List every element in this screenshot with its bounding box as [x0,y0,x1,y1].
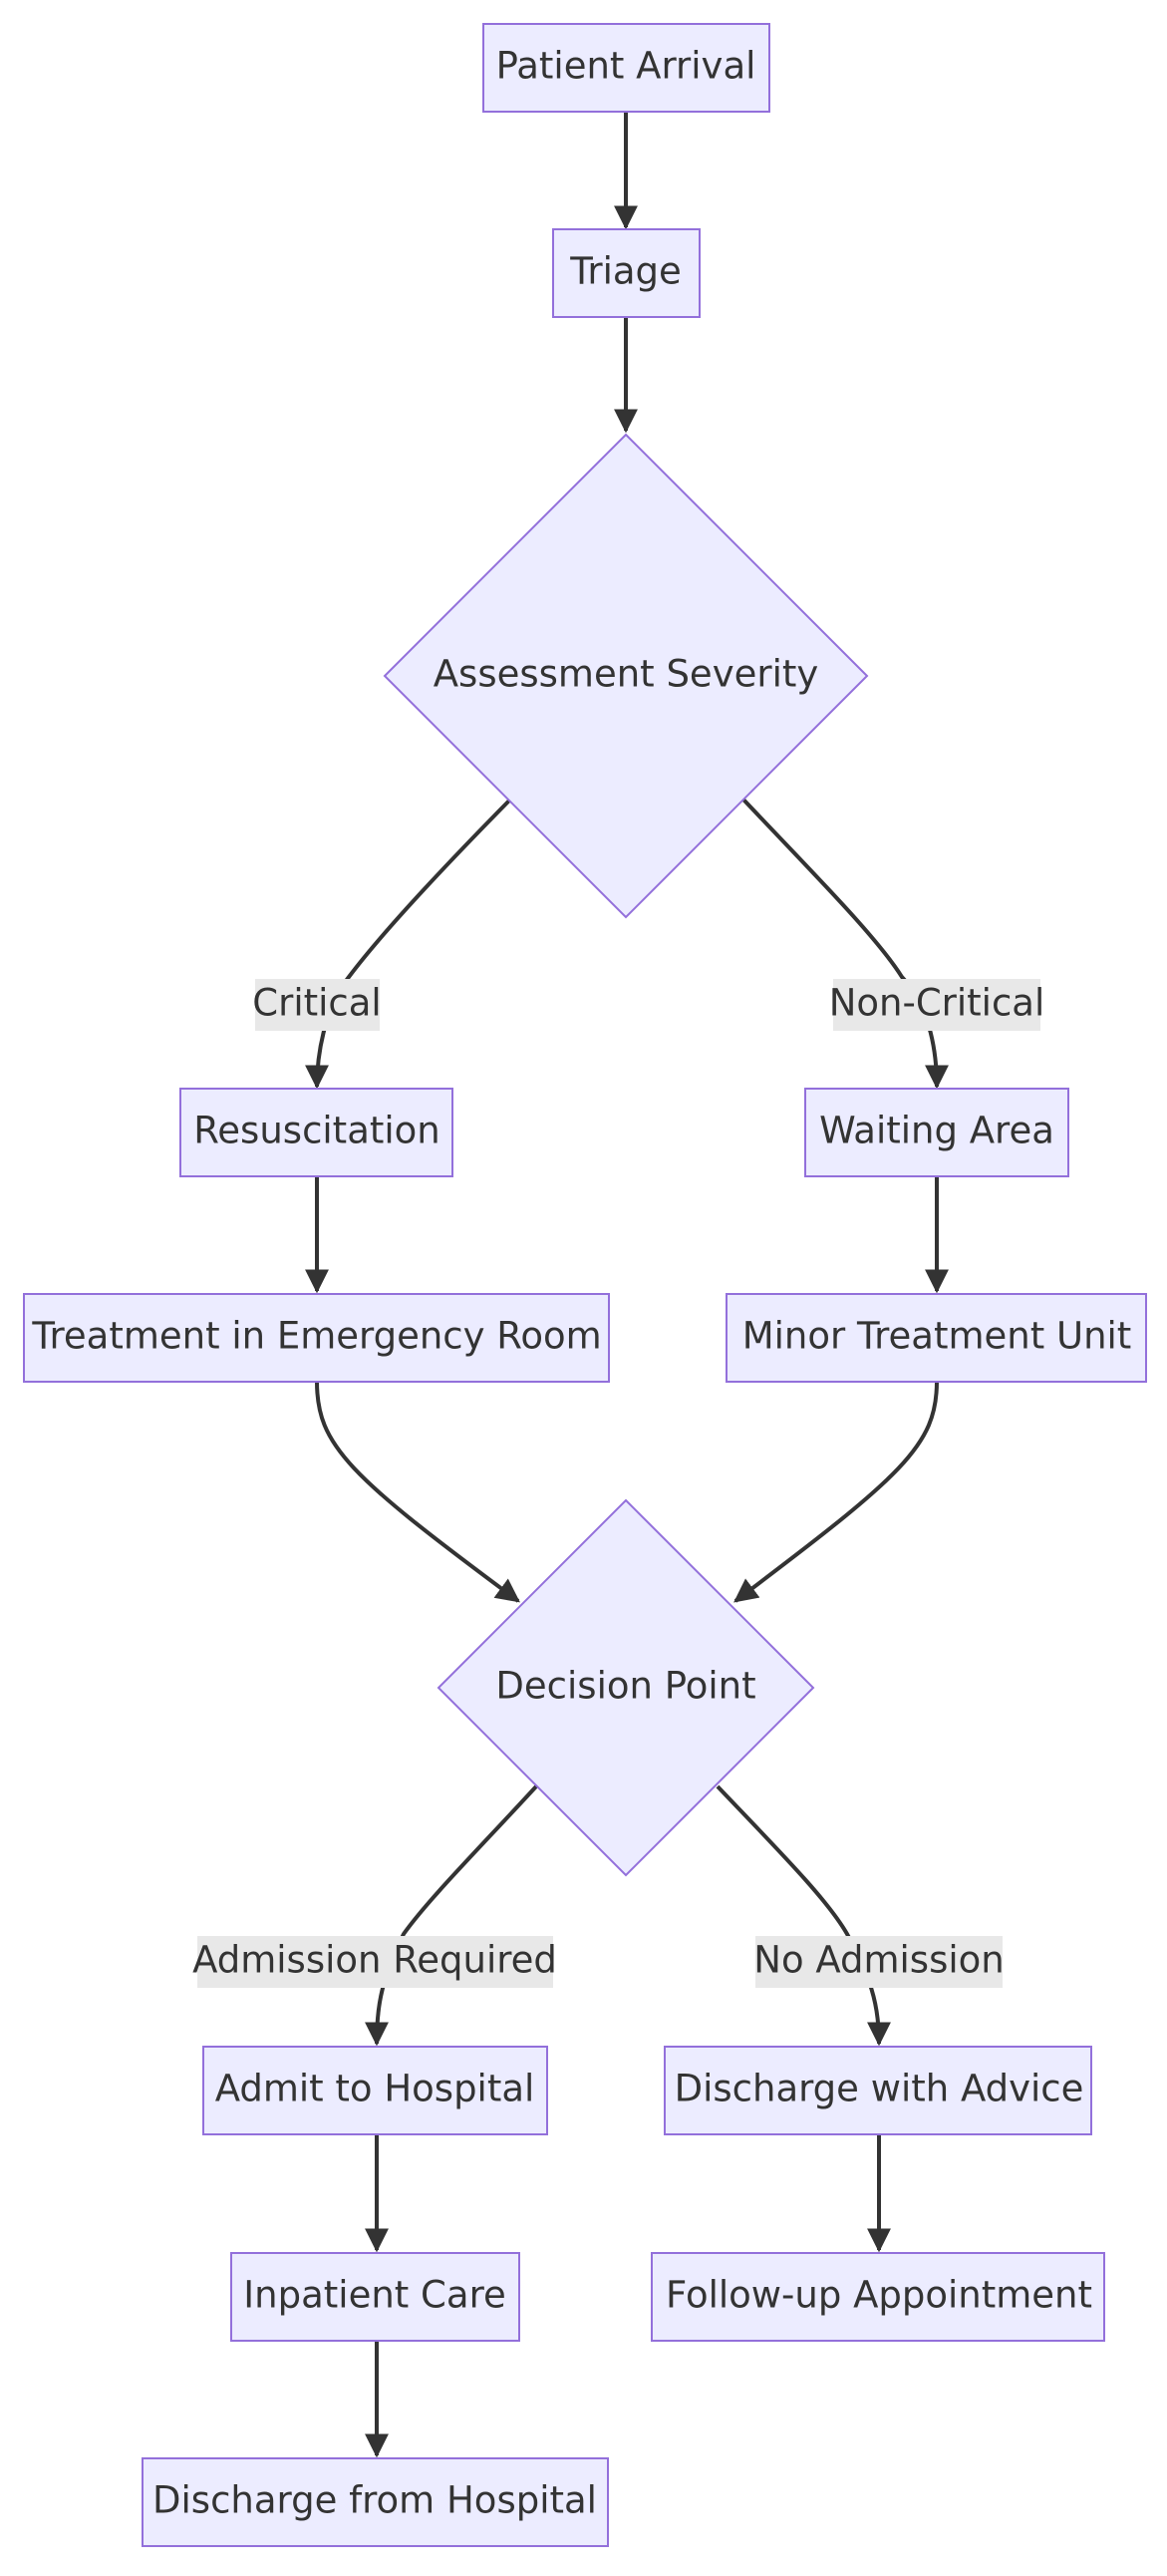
edge-label-no-admission: No Admission [753,1936,1005,1988]
node-resuscitation-label: Resuscitation [193,1110,440,1152]
node-assessment-severity: Assessment Severity [383,433,869,919]
node-discharge-hospital: Discharge from Hospital [142,2457,609,2547]
node-discharge-advice: Discharge with Advice [664,2046,1092,2135]
node-discharge-hospital-label: Discharge from Hospital [152,2479,597,2522]
edge-label-no-admission-text: No Admission [753,1939,1004,1982]
node-decision-point-label: Decision Point [495,1665,755,1708]
node-minor-treatment: Minor Treatment Unit [726,1293,1147,1383]
node-waiting-area-label: Waiting Area [819,1110,1054,1152]
node-discharge-advice-label: Discharge with Advice [675,2068,1084,2110]
node-inpatient-care-label: Inpatient Care [243,2274,505,2317]
edge-label-critical-text: Critical [252,982,381,1025]
node-inpatient-care: Inpatient Care [230,2252,520,2342]
node-waiting-area: Waiting Area [804,1088,1069,1177]
edge-label-admission-required: Admission Required [192,1936,557,1988]
edge-assessment-to-resuscitation [305,798,512,1090]
node-follow-up-label: Follow-up Appointment [666,2274,1092,2317]
node-assessment-severity-label: Assessment Severity [434,653,819,696]
node-patient-arrival: Patient Arrival [482,23,770,113]
node-admit-hospital-label: Admit to Hospital [215,2068,535,2110]
node-resuscitation: Resuscitation [179,1088,453,1177]
node-decision-point: Decision Point [437,1498,815,1877]
edge-label-critical: Critical [252,979,382,1031]
node-minor-treatment-label: Minor Treatment Unit [742,1315,1132,1358]
edge-label-admission-required-text: Admission Required [192,1939,557,1982]
node-triage: Triage [552,228,701,318]
edge-decision-to-admit [365,1784,538,2047]
node-patient-arrival-label: Patient Arrival [496,45,756,88]
node-follow-up: Follow-up Appointment [651,2252,1105,2342]
node-admit-hospital: Admit to Hospital [202,2046,548,2135]
node-triage-label: Triage [569,250,682,293]
edge-label-non-critical: Non-Critical [829,979,1045,1031]
edge-assessment-to-waiting [741,798,949,1090]
edge-minor-to-decision [733,1381,939,1603]
edge-label-non-critical-text: Non-Critical [829,982,1045,1025]
node-treatment-er-label: Treatment in Emergency Room [31,1315,601,1358]
edge-treatment-er-to-decision [315,1381,520,1603]
edges [305,112,949,2458]
node-treatment-er: Treatment in Emergency Room [23,1293,610,1383]
edge-decision-to-discharge-advice [716,1784,891,2047]
